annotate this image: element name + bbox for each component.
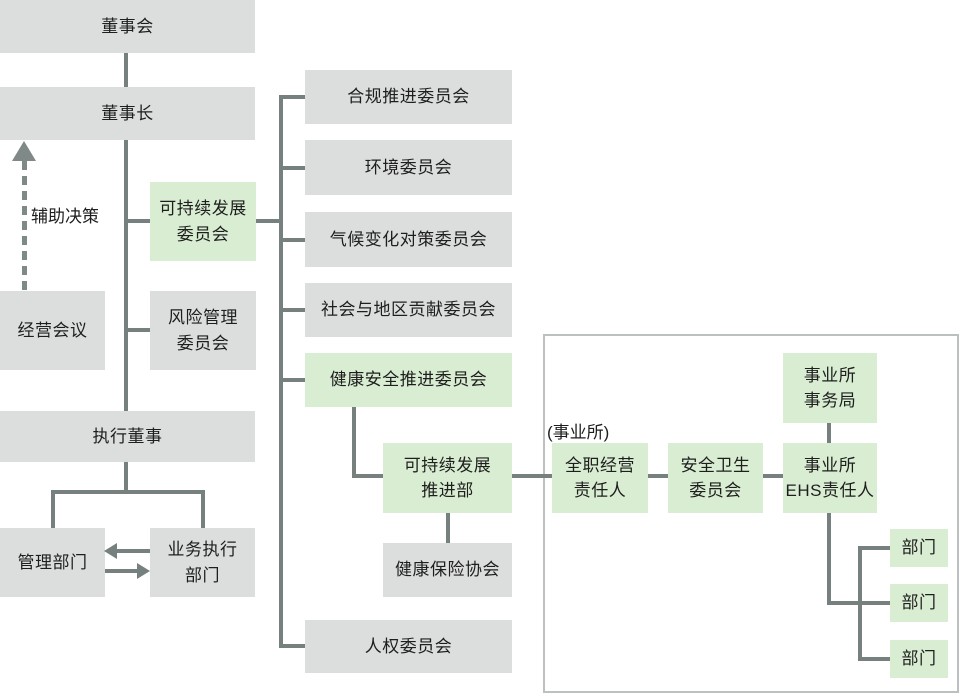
node-chairman: 董事长 (0, 87, 255, 140)
connector-trunk-social (283, 308, 305, 312)
node-safety-hygiene-committee: 安全卫生 委员会 (668, 443, 763, 513)
connector-healthsafety-down (352, 407, 356, 478)
node-climate-committee: 气候变化对策委员会 (305, 212, 512, 267)
connector-trunk-compliance (283, 95, 305, 99)
node-executive-directors: 执行董事 (0, 411, 255, 462)
connector-split-admin (51, 490, 55, 528)
node-site-ehs-manager: 事业所 EHS责任人 (783, 443, 877, 513)
node-management-meeting: 经营会议 (0, 291, 105, 370)
connector-trunk-climate (283, 238, 305, 242)
site-group-caption: (事业所) (547, 423, 610, 442)
node-business-exec-departments: 业务执行 部门 (150, 528, 255, 597)
connector-bracket-dept3 (858, 657, 890, 661)
node-dept-2: 部门 (890, 584, 948, 622)
arrow-business-to-admin-line (115, 549, 150, 553)
connector-to-sustainability-committee (128, 219, 150, 223)
connector-healthsafety-promotiondept (352, 474, 383, 478)
arrow-left-icon (104, 543, 117, 559)
connector-split-business (201, 490, 205, 528)
node-health-insurance-association: 健康保险协会 (383, 543, 512, 597)
node-human-rights-committee: 人权委员会 (305, 620, 512, 673)
node-sustainability-promotion-dept: 可持续发展 推进部 (383, 443, 512, 513)
connector-siteoffice-ehs (827, 423, 831, 443)
aux-decision-label: 辅助决策 (31, 207, 99, 226)
node-admin-departments: 管理部门 (0, 528, 105, 597)
connector-executive-down (124, 462, 128, 494)
connector-promotiondept-sitemanager (512, 474, 552, 478)
arrow-admin-to-business-line (105, 569, 140, 573)
connector-board-chairman (124, 53, 128, 87)
connector-safetycommittee-ehs (763, 474, 783, 478)
connector-bracket-dept1 (858, 546, 890, 550)
node-dept-3: 部门 (890, 640, 948, 678)
connector-sustainability-to-trunk (256, 219, 279, 223)
connector-trunk-health-safety (283, 378, 305, 382)
node-environment-committee: 环境委员会 (305, 140, 512, 195)
node-health-safety-committee: 健康安全推进委员会 (305, 353, 512, 407)
node-site-office: 事业所 事务局 (783, 353, 877, 423)
node-compliance-committee: 合规推进委员会 (305, 70, 512, 124)
dashed-aux-decision-line (22, 161, 27, 291)
node-dept-1: 部门 (890, 529, 948, 567)
connector-trunk-human-rights (283, 644, 305, 648)
node-social-contribution-committee: 社会与地区贡献委员会 (305, 283, 512, 337)
connector-trunk-vertical (279, 95, 283, 648)
connector-to-risk-committee (128, 328, 150, 332)
connector-chairman-executive (124, 140, 128, 411)
connector-promotiondept-healthinsurance (446, 513, 450, 543)
connector-trunk-environment (283, 166, 305, 170)
arrow-up-icon (12, 141, 36, 161)
node-board-of-directors: 董事会 (0, 0, 255, 53)
connector-executive-split-bar (51, 490, 205, 494)
node-site-general-manager: 全职经营 责任人 (552, 443, 648, 513)
arrow-right-icon (137, 563, 150, 579)
site-group-frame (543, 334, 959, 693)
node-sustainability-committee: 可持续发展 委员会 (150, 182, 256, 261)
connector-ehs-down (827, 513, 831, 605)
node-risk-management-committee: 风险管理 委员会 (150, 291, 256, 370)
connector-sitemanager-safetycommittee (648, 474, 668, 478)
connector-dept-bracket (858, 546, 862, 661)
